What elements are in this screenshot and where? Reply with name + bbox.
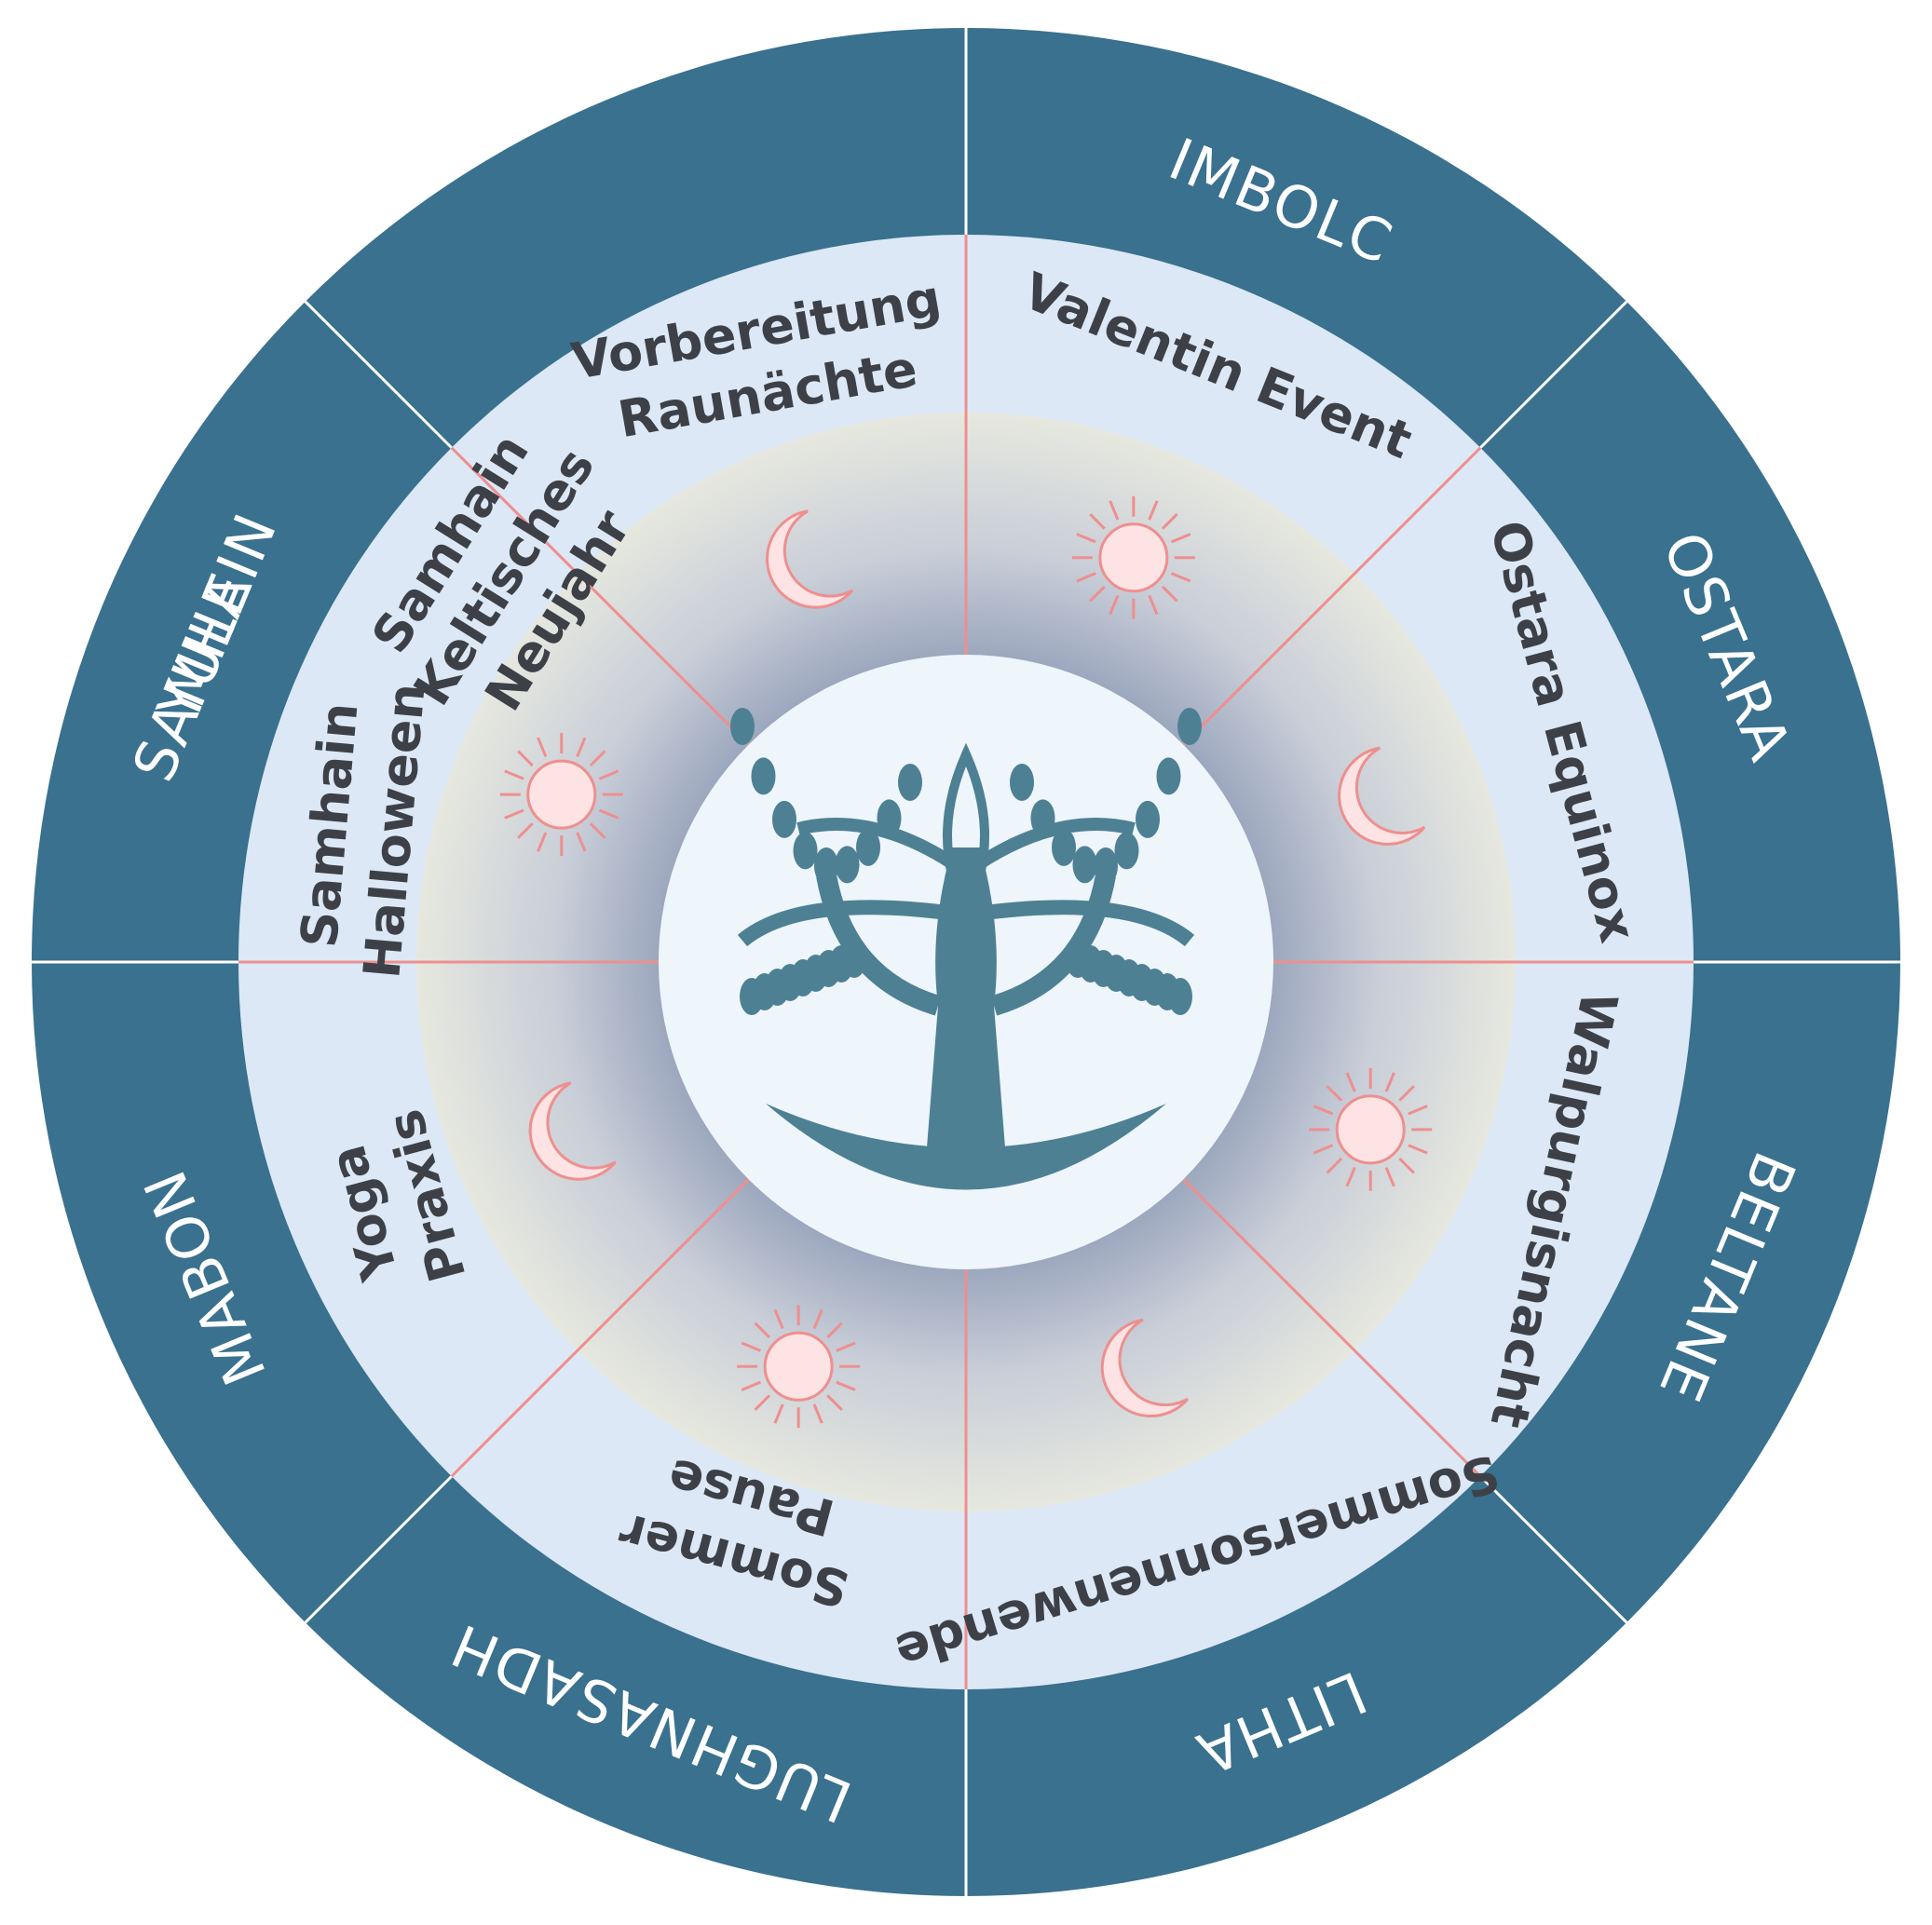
tree-leaf	[730, 708, 755, 745]
tree-leaf	[835, 846, 860, 884]
sun-icon	[499, 733, 623, 857]
tree-leaf	[1010, 764, 1034, 801]
tree-leaf	[856, 828, 880, 866]
symbols-layer	[499, 495, 1433, 1429]
tree-leaf	[898, 764, 922, 801]
tree-leaf	[1136, 800, 1160, 838]
tree-leaf	[793, 832, 818, 870]
outer-divider-line	[1479, 1475, 1628, 1624]
sun-icon	[1071, 495, 1195, 619]
tree-leaf	[1094, 847, 1118, 885]
tree-leaf	[1030, 799, 1055, 837]
sun-icon	[1309, 1067, 1433, 1191]
crescent-moon-icon	[1338, 746, 1426, 846]
tree-leaf	[1114, 832, 1139, 870]
crescent-moon-icon	[766, 509, 854, 609]
sun-icon	[737, 1305, 861, 1429]
inner-divider-line	[450, 1178, 750, 1478]
tree-leaf	[772, 800, 796, 838]
tree-leaf	[814, 847, 838, 885]
tree-leaf	[1072, 846, 1097, 884]
tree-leaf	[877, 799, 902, 837]
tree-of-life-icon	[730, 708, 1202, 1190]
outer-divider-line	[304, 300, 453, 449]
tree-leaf	[751, 757, 776, 795]
tree-leaf	[740, 978, 764, 1015]
tree-leaf	[1156, 757, 1181, 795]
inner-divider-line	[1182, 446, 1482, 746]
outer-divider-line	[304, 1475, 453, 1624]
tree-leaf	[1177, 708, 1202, 745]
outer-divider-line	[1479, 300, 1628, 449]
inner-divider-line	[1182, 1178, 1482, 1478]
crescent-moon-icon	[1100, 1318, 1190, 1418]
segment-dividers	[32, 28, 1900, 1896]
crescent-moon-icon	[528, 1081, 617, 1181]
tree-leaf	[1052, 828, 1076, 866]
tree-leaf	[1168, 978, 1192, 1015]
inner-divider-line	[450, 446, 750, 746]
